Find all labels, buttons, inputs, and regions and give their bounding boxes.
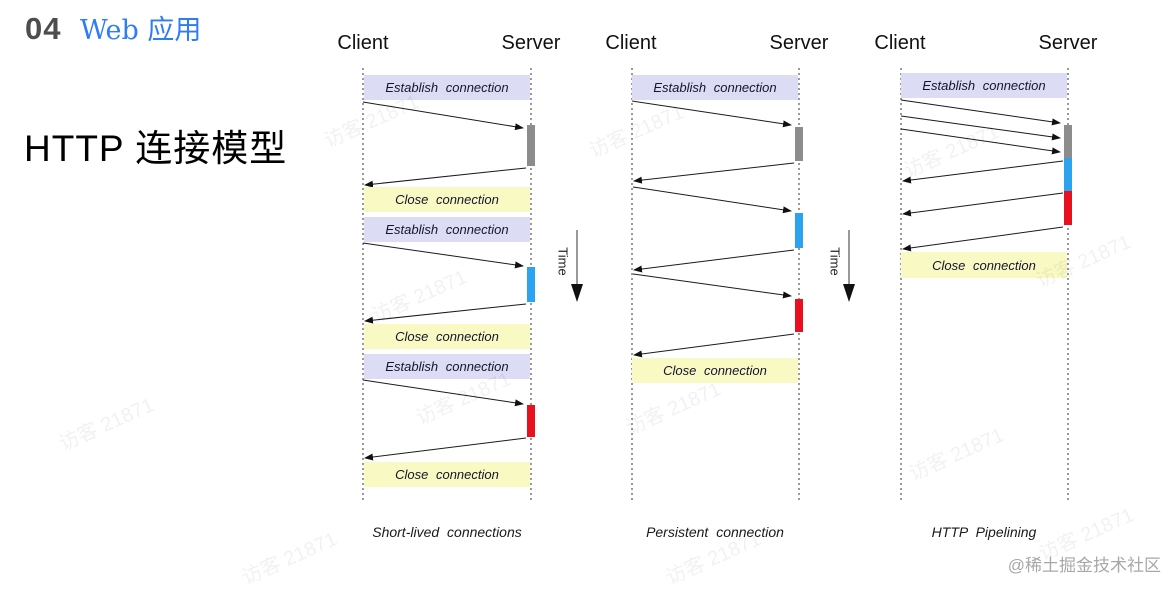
diagram-caption: Short-lived connections xyxy=(372,524,522,540)
watermark: 访客 21871 xyxy=(238,528,341,590)
server-label: Server xyxy=(501,32,561,54)
slide-header: 04 Web 应用 xyxy=(25,8,201,47)
activation-bar-red xyxy=(1064,191,1072,225)
request-arrow xyxy=(632,186,792,214)
client-label: Client xyxy=(874,32,926,54)
response-arrow xyxy=(364,437,527,461)
request-arrow xyxy=(900,115,1061,141)
section-title: Web 应用 xyxy=(79,15,202,46)
request-arrow xyxy=(362,242,524,269)
diagram-persistent-connection: Client Server Establish connection Close… xyxy=(601,30,851,545)
establish-connection-band: Establish connection xyxy=(632,75,798,100)
server-label: Server xyxy=(769,32,829,54)
request-arrow xyxy=(632,273,792,299)
server-label: Server xyxy=(1038,32,1098,54)
response-arrow xyxy=(902,226,1064,252)
response-arrow xyxy=(364,303,527,324)
activation-bar-blue xyxy=(527,267,535,302)
watermark: 访客 21871 xyxy=(55,394,158,456)
diagram-short-lived-connections: Client Server Establish connection Close… xyxy=(333,30,583,545)
activation-bar-blue xyxy=(795,213,803,248)
request-arrow xyxy=(900,99,1061,126)
establish-connection-band: Establish connection xyxy=(364,217,530,242)
footer-watermark: @稀土掘金技术社区 xyxy=(1007,556,1161,575)
sequence-diagram-graphics xyxy=(900,68,1072,500)
establish-connection-band: Establish connection xyxy=(364,354,530,379)
response-arrow xyxy=(633,162,795,184)
request-arrow xyxy=(362,379,524,407)
close-connection-band: Close connection xyxy=(901,252,1067,278)
activation-bar-blue xyxy=(1064,158,1072,191)
response-arrow xyxy=(633,249,795,273)
close-connection-band: Close connection xyxy=(364,462,530,487)
request-arrow xyxy=(362,101,524,131)
diagram-http-pipelining: Client Server Establish connection Close… xyxy=(870,30,1120,545)
time-axis: Time xyxy=(550,224,595,316)
request-arrow xyxy=(900,128,1061,155)
section-number: 04 xyxy=(25,11,62,46)
activation-bar-gray xyxy=(527,125,535,166)
response-arrow xyxy=(902,192,1064,217)
close-connection-band: Close connection xyxy=(632,358,798,383)
establish-connection-band: Establish connection xyxy=(364,75,530,100)
sequence-diagram-graphics xyxy=(631,68,803,500)
time-axis: Time xyxy=(822,224,867,316)
diagram-caption: Persistent connection xyxy=(646,524,784,540)
time-arrow xyxy=(571,230,583,302)
page-title: HTTP 连接模型 xyxy=(24,128,288,169)
close-connection-band: Close connection xyxy=(364,324,530,349)
time-label: Time xyxy=(827,247,843,276)
activation-bar-red xyxy=(795,299,803,332)
response-arrow xyxy=(902,160,1064,184)
activation-bar-red xyxy=(527,405,535,437)
activation-bar-gray xyxy=(795,127,803,161)
time-arrow xyxy=(843,230,855,302)
establish-connection-band: Establish connection xyxy=(901,73,1067,98)
close-connection-band: Close connection xyxy=(364,187,530,212)
request-arrow xyxy=(631,100,792,128)
sequence-diagram-graphics xyxy=(362,68,535,500)
time-label: Time xyxy=(555,247,571,276)
response-arrow xyxy=(633,333,795,358)
client-label: Client xyxy=(605,32,657,54)
diagram-caption: HTTP Pipelining xyxy=(931,524,1037,540)
client-label: Client xyxy=(337,32,389,54)
activation-bar-gray xyxy=(1064,125,1072,158)
response-arrow xyxy=(364,167,527,188)
